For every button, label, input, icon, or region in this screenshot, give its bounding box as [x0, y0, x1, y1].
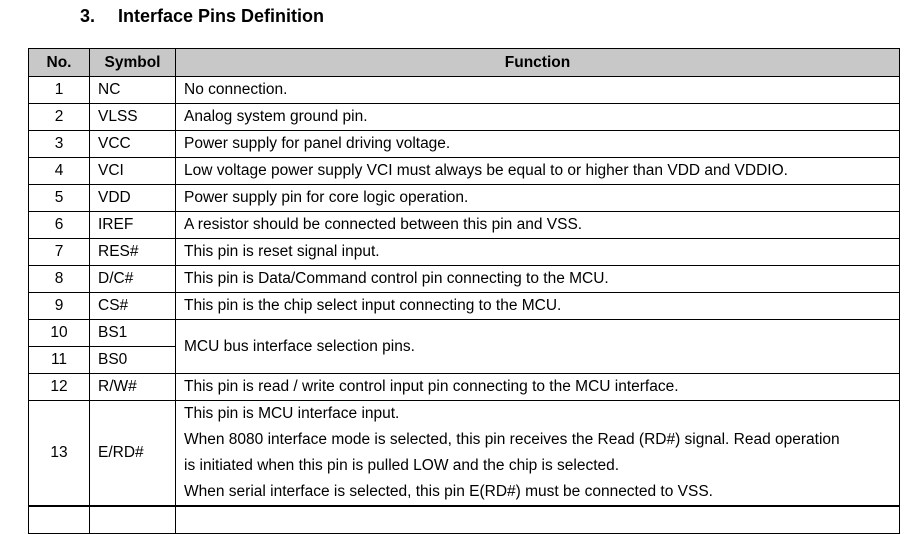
pin-function: This pin is reset signal input. [175, 238, 900, 266]
pin-number: 11 [28, 346, 90, 374]
pin-symbol: NC [89, 76, 176, 104]
pin-number: 3 [28, 130, 90, 158]
function-line: This pin is the chip select input connec… [184, 297, 562, 314]
function-line: No connection. [184, 81, 288, 98]
function-line: MCU bus interface selection pins. [184, 337, 415, 355]
function-line: This pin is Data/Command control pin con… [184, 270, 609, 287]
section-number: 3. [80, 6, 96, 26]
header-symbol: Symbol [89, 48, 176, 77]
pin-number: 10 [28, 319, 90, 347]
pin-symbol: VCC [89, 130, 176, 158]
header-no: No. [28, 48, 90, 77]
pin-function: This pin is MCU interface input. When 808… [175, 400, 900, 507]
pin-symbol: VLSS [89, 103, 176, 131]
pin-function: No connection. [175, 76, 900, 104]
table-row [28, 505, 900, 534]
pin-function: Power supply pin for core logic operatio… [175, 184, 900, 212]
pin-symbol: E/RD# [89, 400, 176, 507]
pin-number: 5 [28, 184, 90, 212]
header-function: Function [175, 48, 900, 77]
pin-symbol: D/C# [89, 265, 176, 293]
pin-symbol: RES# [89, 238, 176, 266]
pin-function: This pin is Data/Command control pin con… [175, 265, 900, 293]
pin-symbol: CS# [89, 292, 176, 320]
pin-function: This pin is read / write control input p… [175, 373, 900, 401]
pin-symbol [89, 505, 176, 534]
pin-number: 8 [28, 265, 90, 293]
pin-number: 9 [28, 292, 90, 320]
function-line: Power supply for panel driving voltage. [184, 135, 451, 152]
pin-function [175, 505, 900, 534]
pin-function: A resistor should be connected between t… [175, 211, 900, 239]
section-heading: 3. Interface Pins Definition [80, 6, 324, 27]
pin-number: 1 [28, 76, 90, 104]
function-line: Analog system ground pin. [184, 108, 368, 125]
pin-number [28, 505, 90, 534]
pin-number: 4 [28, 157, 90, 185]
pin-number: 2 [28, 103, 90, 131]
function-line: Low voltage power supply VCI must always… [184, 162, 788, 179]
pin-function: Analog system ground pin. [175, 103, 900, 131]
function-line: A resistor should be connected between t… [184, 216, 583, 233]
pin-number: 6 [28, 211, 90, 239]
function-line: This pin is reset signal input. [184, 243, 380, 260]
function-line: This pin is MCU interface input. [184, 405, 400, 422]
pin-symbol: VDD [89, 184, 176, 212]
pin-number: 13 [28, 400, 90, 507]
pin-function: Low voltage power supply VCI must always… [175, 157, 900, 185]
function-line: This pin is read / write control input p… [184, 378, 679, 395]
pin-number: 7 [28, 238, 90, 266]
pin-function: Power supply for panel driving voltage. [175, 130, 900, 158]
pin-function: This pin is the chip select input connec… [175, 292, 900, 320]
function-line: is initiated when this pin is pulled LOW… [184, 457, 620, 474]
pin-symbol: BS0 [89, 346, 176, 374]
table-header-row: No. Symbol Function [28, 48, 900, 77]
pin-function: MCU bus interface selection pins. [175, 319, 900, 374]
function-line: Power supply pin for core logic operatio… [184, 189, 469, 206]
pin-number: 12 [28, 373, 90, 401]
pin-symbol: R/W# [89, 373, 176, 401]
function-line: When serial interface is selected, this … [184, 483, 713, 500]
pin-symbol: IREF [89, 211, 176, 239]
pin-symbol: VCI [89, 157, 176, 185]
pin-symbol: BS1 [89, 319, 176, 347]
section-title: Interface Pins Definition [118, 6, 325, 26]
function-line: When 8080 interface mode is selected, th… [184, 431, 840, 448]
